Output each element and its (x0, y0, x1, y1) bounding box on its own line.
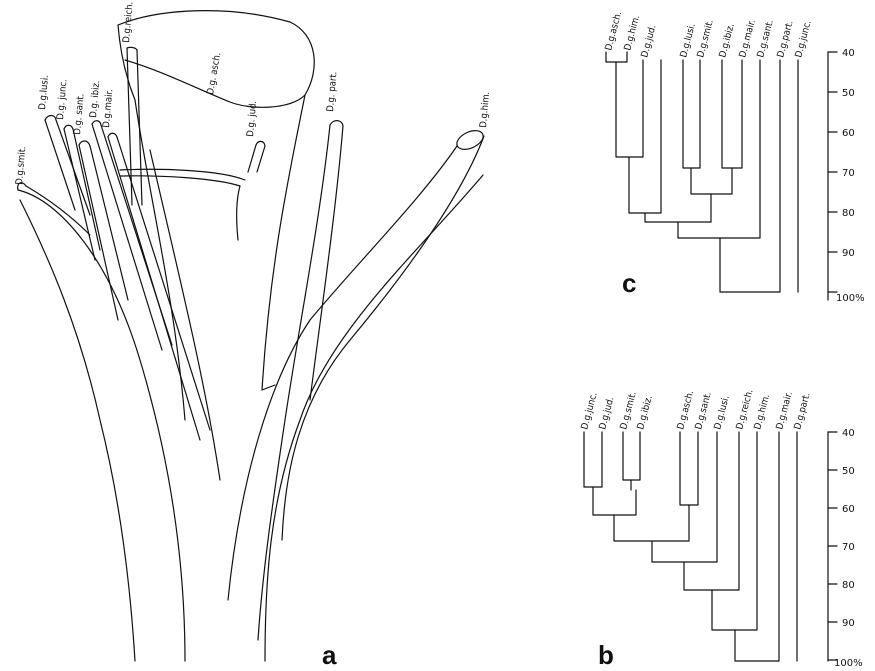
label-mair: D.g.mair. (101, 89, 115, 129)
b-label-sant: D.g.sant. (693, 391, 714, 431)
b-tick-70: 70 (842, 542, 855, 553)
panel-c-labels: D.g.asch. D.g.him. D.g.jud. D.g.lusi. D.… (603, 10, 813, 58)
c-label-junc: D.g.junc. (793, 19, 813, 59)
b-tick-60: 60 (842, 504, 855, 515)
label-jud: D.g. jud. (245, 100, 259, 137)
c-label-sant: D.g.sant. (755, 19, 776, 59)
b-label-junc: D.g.junc. (579, 391, 599, 431)
label-part: D.g. part. (325, 71, 339, 112)
c-label-him: D.g.him. (622, 14, 642, 52)
c-label-asch: D.g.asch. (603, 10, 624, 51)
c-label-part: D.g.part. (775, 20, 795, 59)
b-label-jud: D.g.jud. (597, 396, 616, 431)
panel-c-dendrogram (606, 52, 798, 292)
panel-b-labels: D.g.junc. D.g.jud. D.g.smit. D.g.ibiz. D… (579, 388, 812, 431)
c-tick-50: 50 (842, 88, 855, 99)
b-label-asch: D.g.asch. (675, 389, 696, 430)
panel-b-scale: 40 50 60 70 80 90 100% (828, 428, 863, 669)
label-lusi: D.g.lusi. (37, 75, 51, 111)
panel-b-letter: b (598, 640, 614, 670)
label-sant: D.g. sant. (72, 93, 87, 135)
panel-c-scale: 40 50 60 70 80 90 100% (828, 48, 865, 304)
b-label-lusi: D.g.lusi. (712, 394, 732, 430)
b-label-part: D.g.part. (792, 392, 812, 431)
b-tick-90: 90 (842, 618, 855, 629)
b-tick-100: 100% (834, 658, 863, 669)
b-label-ibiz: D.g.ibiz. (635, 394, 655, 430)
panel-a-labels: D.g.smit. D.g.lusi. D.g. junc. D.g. sant… (14, 1, 492, 185)
c-tick-40: 40 (842, 48, 855, 59)
label-asch: D.g. asch. (205, 52, 223, 96)
panel-c-letter: c (622, 268, 636, 298)
c-tick-60: 60 (842, 128, 855, 139)
c-tick-70: 70 (842, 168, 855, 179)
c-label-jud: D.g.jud. (639, 24, 658, 59)
label-him: D.g.him. (478, 91, 492, 128)
c-tick-90: 90 (842, 248, 855, 259)
b-tick-50: 50 (842, 466, 855, 477)
label-junc: D.g. junc. (55, 79, 70, 121)
label-reich: D.g.reich. (121, 1, 136, 43)
label-smit: D.g.smit. (14, 146, 28, 185)
c-tick-100: 100% (836, 293, 865, 304)
panel-a-letter: a (322, 640, 337, 670)
b-tick-80: 80 (842, 580, 855, 591)
panel-b-dendrogram (584, 432, 797, 661)
c-label-ibiz: D.g.ibiz. (717, 22, 737, 58)
b-label-mair: D.g.mair. (774, 391, 795, 431)
c-tick-80: 80 (842, 208, 855, 219)
b-tick-40: 40 (842, 428, 855, 439)
c-label-smit: D.g.smit. (695, 19, 716, 59)
label-ibiz: D.g. ibiz. (88, 80, 102, 118)
c-label-mair: D.g.mair. (737, 19, 758, 59)
b-label-him: D.g.him. (752, 393, 772, 431)
